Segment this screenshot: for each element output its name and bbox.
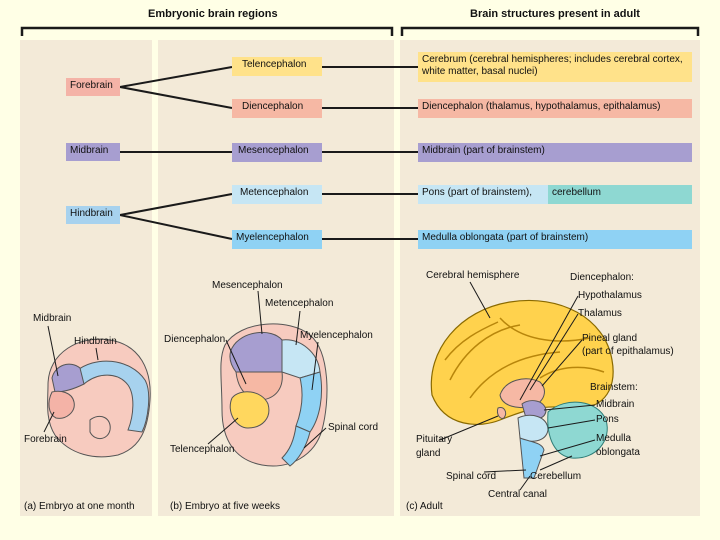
box-forebrain: Forebrain: [66, 78, 120, 96]
leader-c-cerebral-hemisphere: [469, 281, 491, 319]
label-c-central-canal: Central canal: [488, 489, 547, 500]
embryo-a-limb: [89, 415, 111, 439]
label-c-spinal-cord: Spinal cord: [446, 471, 497, 482]
label-c-pineal-1: Pineal gland: [582, 333, 638, 344]
embryo-a-forebrain: [48, 390, 75, 419]
header-embryonic: Embryonic brain regions: [148, 8, 278, 20]
box-hindbrain: Hindbrain: [66, 206, 120, 224]
leader-c-cerebellum: [539, 455, 573, 471]
label-b-telencephalon: Telencephalon: [170, 444, 235, 455]
label-c-cerebellum: Cerebellum: [530, 471, 582, 482]
adult-pituitary: [497, 407, 507, 419]
label-c-brainstem-head: Brainstem:: [590, 382, 638, 393]
box-cerebrum: Cerebrum (cerebral hemispheres; includes…: [418, 52, 692, 82]
embryo-b-telencephalon: [229, 391, 270, 429]
embryo-a-leaders: [43, 325, 99, 433]
label-b-spinal-cord: Spinal cord: [328, 422, 379, 433]
adult-brain-drawing: [430, 299, 614, 479]
leader-c-medulla: [539, 439, 596, 457]
label-c-pituitary-1: Pituitary: [416, 434, 453, 445]
line-hindbrain-myel: [119, 214, 233, 240]
leader-c-pineal: [541, 339, 583, 387]
line-forebrain-dien: [119, 86, 233, 109]
adult-cerebrum: [430, 299, 614, 425]
adult-leaders: [439, 281, 596, 491]
label-c-pituitary-2: gland: [416, 448, 441, 459]
leader-b-myelencephalon: [311, 341, 319, 391]
label-c-midbrain: Midbrain: [596, 399, 635, 410]
box-telencephalon: Telencephalon: [232, 57, 322, 76]
leader-c-midbrain: [543, 404, 596, 411]
label-c-pons: Pons: [596, 414, 619, 425]
label-c-cerebral-hemisphere: Cerebral hemisphere: [426, 270, 520, 281]
box-adult-cerebellum: cerebellum: [548, 185, 692, 204]
leader-c-central-canal: [519, 475, 531, 491]
label-a-forebrain: Forebrain: [24, 434, 67, 445]
box-adult-pons: Pons (part of brainstem),: [418, 185, 548, 204]
header-adult: Brain structures present in adult: [470, 8, 640, 20]
bracket-embryonic: [20, 26, 394, 36]
caption-c: (c) Adult: [406, 501, 443, 512]
box-diencephalon: Diencephalon: [232, 99, 322, 118]
caption-b: (b) Embryo at five weeks: [170, 501, 281, 512]
box-metencephalon: Metencephalon: [232, 185, 322, 204]
line-hindbrain-met: [119, 193, 233, 216]
label-b-mesencephalon: Mesencephalon: [212, 280, 283, 291]
label-c-medulla-2: oblongata: [596, 447, 640, 458]
box-adult-midbrain: Midbrain (part of brainstem): [418, 143, 692, 162]
leader-c-pons: [547, 419, 596, 429]
leader-a-midbrain: [47, 325, 59, 377]
box-myelencephalon: Myelencephalon: [232, 230, 322, 249]
connector-lines: [119, 66, 418, 240]
box-mesencephalon: Mesencephalon: [232, 143, 322, 162]
label-a-hindbrain: Hindbrain: [74, 336, 117, 347]
line-forebrain-tel: [119, 66, 233, 88]
label-c-hypothalamus: Hypothalamus: [578, 290, 642, 301]
label-c-diencephalon-head: Diencephalon:: [570, 272, 634, 283]
adult-gyri: [444, 317, 605, 399]
label-a-midbrain: Midbrain: [33, 313, 72, 324]
bracket-adult: [400, 26, 700, 36]
label-c-medulla-1: Medulla: [596, 433, 632, 444]
leader-a-hindbrain: [95, 347, 99, 361]
label-b-myelencephalon: Myelencephalon: [300, 330, 373, 341]
label-b-metencephalon: Metencephalon: [265, 298, 334, 309]
leader-c-hypothalamus: [519, 295, 579, 401]
leader-b-metencephalon: [295, 310, 301, 346]
box-midbrain: Midbrain: [66, 143, 120, 161]
embryo-a-hindbrain: [74, 360, 150, 433]
leader-c-thalamus: [529, 313, 579, 391]
leader-c-spinal-cord: [483, 469, 527, 473]
box-adult-medulla: Medulla oblongata (part of brainstem): [418, 230, 692, 249]
embryo-b-leaders: [207, 290, 327, 449]
embryo-one-month-drawing: [47, 338, 151, 458]
box-adult-diencephalon: Diencephalon (thalamus, hypothalamus, ep…: [418, 99, 692, 118]
leader-c-pituitary: [439, 415, 499, 441]
leader-b-spinal-cord: [303, 427, 327, 449]
caption-a: (a) Embryo at one month: [24, 501, 135, 512]
label-c-thalamus: Thalamus: [578, 308, 622, 319]
embryo-b-spinal-cord: [281, 425, 311, 467]
leader-b-diencephalon: [225, 339, 247, 385]
leader-a-forebrain: [43, 411, 55, 433]
leader-b-mesencephalon: [257, 290, 263, 335]
label-b-diencephalon: Diencephalon: [164, 334, 226, 345]
leader-b-telencephalon: [207, 417, 239, 445]
adult-cerebellum: [547, 401, 608, 459]
label-c-pineal-2: (part of epithalamus): [582, 346, 674, 357]
adult-medulla: [519, 437, 545, 479]
